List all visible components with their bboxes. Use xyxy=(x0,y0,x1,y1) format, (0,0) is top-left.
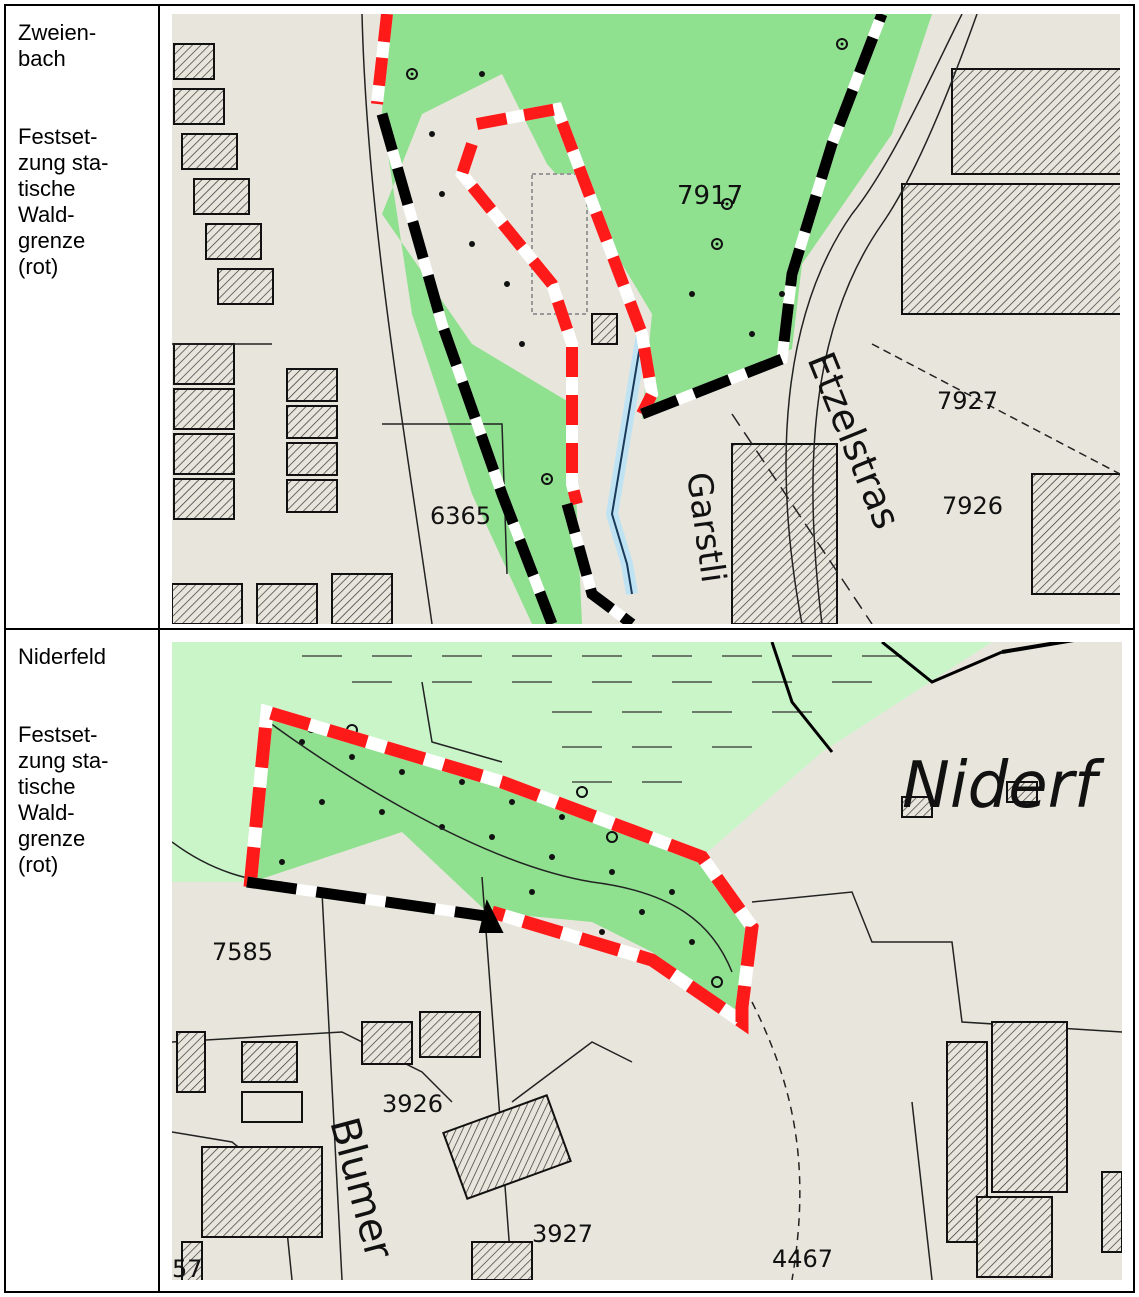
location-name: Zweien- bach xyxy=(18,20,97,71)
map-niderfeld-svg: Niderf 7585 3926 3927 4467 57 Blumer xyxy=(172,642,1122,1280)
column-divider xyxy=(158,6,160,628)
parcel-7926: 7926 xyxy=(942,492,1003,520)
table: Zweien- bach Festset- zung sta- tische W… xyxy=(4,4,1135,1293)
forest-boundary-red xyxy=(243,703,759,1035)
parcel-7917: 7917 xyxy=(677,181,743,211)
buildings-left xyxy=(172,43,618,624)
forest-boundary-black xyxy=(246,876,504,933)
forest-boundary-black xyxy=(376,14,888,624)
table-row-niderfeld: Niderfeld Festset- zung sta- tische Wald… xyxy=(6,630,1133,1291)
meadow-area xyxy=(172,642,992,882)
parcel-7927: 7927 xyxy=(937,387,998,415)
buildings-right xyxy=(731,68,1120,624)
map-zweienbach: 7917 7927 7926 6365 Etzelstras Garstli xyxy=(172,14,1120,624)
parcel-lines xyxy=(172,14,1120,624)
meadow-symbols xyxy=(302,655,902,783)
location-name: Niderfeld xyxy=(18,644,107,669)
tree-symbols xyxy=(406,38,848,485)
place-niderfeld: Niderf xyxy=(902,749,1105,823)
forest-area xyxy=(382,14,932,624)
row-label: Niderfeld Festset- zung sta- tische Wald… xyxy=(18,644,148,878)
forest-area xyxy=(252,712,752,1012)
location-description: Festset- zung sta- tische Wald- grenze (… xyxy=(18,124,109,279)
parcel-57: 57 xyxy=(172,1255,203,1280)
parcel-3927: 3927 xyxy=(532,1220,593,1248)
parcel-6365: 6365 xyxy=(430,502,491,530)
column-divider xyxy=(158,630,160,1291)
location-description: Festset- zung sta- tische Wald- grenze (… xyxy=(18,722,109,877)
parcel-4467: 4467 xyxy=(772,1245,833,1273)
parcel-7585: 7585 xyxy=(212,938,273,966)
forest-boundary-red xyxy=(371,14,659,506)
table-row-zweienbach: Zweien- bach Festset- zung sta- tische W… xyxy=(6,6,1133,630)
map-zweienbach-svg: 7917 7927 7926 6365 Etzelstras Garstli xyxy=(172,14,1120,624)
parcel-3926: 3926 xyxy=(382,1090,443,1118)
parcel-lines xyxy=(172,642,1122,1280)
buildings xyxy=(176,781,1122,1280)
map-niderfeld: Niderf 7585 3926 3927 4467 57 Blumer xyxy=(172,642,1122,1280)
row-label: Zweien- bach Festset- zung sta- tische W… xyxy=(18,20,148,280)
